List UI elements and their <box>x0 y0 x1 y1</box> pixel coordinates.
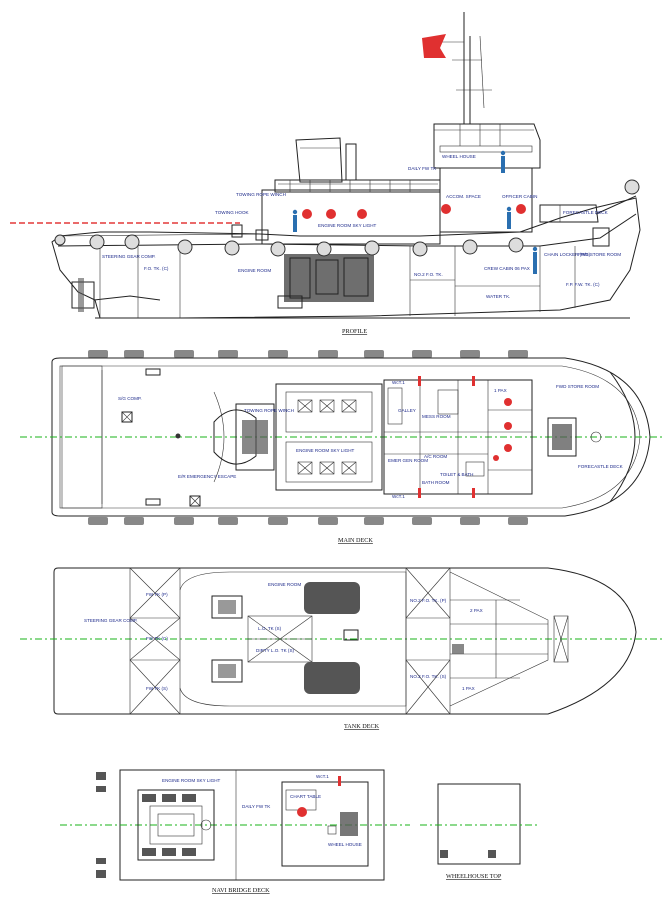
label-no2-fo-p: NO.2 F.O. TK. (P) <box>410 598 447 603</box>
label-wheel-house-bridge: WHEEL HOUSE <box>328 842 362 847</box>
life-ring-icons <box>302 204 526 219</box>
label-daily-fw-bridge: DAILY FW TK <box>242 804 271 809</box>
label-towing-hook: TOWING HOOK <box>215 210 250 215</box>
main-deck-view: S/G COMP. E/R EMERGENCY ESCAPE TOWING RO… <box>20 350 665 544</box>
label-no2-fo-s: NO.2 F.O. TK. (S) <box>410 674 447 679</box>
title-main-deck: MAIN DECK <box>338 537 373 544</box>
bridge-fenders <box>96 772 106 878</box>
wheelhouse-top-view: WHEELHOUSE TOP <box>420 783 540 880</box>
tank-deck-view: STEERING GEAR COMP. FW TK (P) FW TK (C) … <box>20 567 665 730</box>
label-pax2-tank: 2 PAX <box>470 608 483 613</box>
label-er-skylight-main: ENGINE ROOM SKY LIGHT <box>296 448 355 453</box>
label-steering-gear-profile: STEERING GEAR COMP. <box>102 254 156 259</box>
label-lo-tk: L.O. TK (S) <box>258 626 282 631</box>
label-er-escape: E/R EMERGENCY ESCAPE <box>178 474 236 479</box>
label-fw-tk-c: FW TK (C) <box>146 636 168 641</box>
label-mess-room: MESS ROOM <box>422 414 451 419</box>
main-deck-fenders <box>88 350 528 525</box>
tank-deck-hull <box>53 567 637 715</box>
label-ac-room: A/C ROOM <box>424 454 447 459</box>
label-galley: GALLEY <box>398 408 416 413</box>
label-engine-room-profile: ENGINE ROOM <box>238 268 271 273</box>
label-officer-cabin: OFFICER CABIN <box>502 194 537 199</box>
main-deck-door-marks <box>418 376 512 498</box>
label-toilet-bath: TOILET & BATH <box>440 472 473 477</box>
label-forecastle-deck-profile: FORECASTLE DECK <box>563 210 609 215</box>
label-pax: 1 PAX <box>494 388 507 393</box>
label-fwd-store-profile: FWD STORE ROOM <box>578 252 621 257</box>
label-er-skylight-bridge: ENGINE ROOM SKY LIGHT <box>162 778 221 783</box>
label-bath-room: BATH ROOM <box>422 480 450 485</box>
label-fp-fw-tk: F.P. F.W. TK. (C) <box>566 282 600 287</box>
label-chain-locker: CHAIN LOCKER (P/S) <box>544 252 591 257</box>
flag-icon <box>422 34 446 58</box>
label-chart-table: CHART TABLE <box>290 794 321 799</box>
label-crew-cabin: CREW CABIN 06 PAX <box>484 266 530 271</box>
label-accom-space: ACCOM. SPACE <box>446 194 481 199</box>
label-fwd-store-main: FWD STORE ROOM <box>556 384 599 389</box>
label-towing-winch-main: TOWING ROPE WINCH <box>244 408 294 413</box>
wheelhouse <box>433 123 541 169</box>
label-fo-tk-profile: F.O. TK. (C) <box>144 266 169 271</box>
label-wc-top: WcT.1 <box>392 380 405 385</box>
label-no2-fo-tk-profile: NO.2 F.O. TK. <box>414 272 443 277</box>
wheelhouse-top-outline <box>437 783 521 865</box>
title-wheelhouse-top: WHEELHOUSE TOP <box>446 873 502 880</box>
label-wheel-house: WHEEL HOUSE <box>442 154 476 159</box>
funnel <box>295 137 343 183</box>
main-deck-hull <box>51 357 651 517</box>
skylight-hatches <box>297 399 357 475</box>
crew-figures <box>292 150 538 274</box>
label-fw-tk-s: FW TK (S) <box>146 686 168 691</box>
label-engine-room-tank: ENGINE ROOM <box>268 582 301 587</box>
label-fw-tk-p: FW TK (P) <box>146 592 168 597</box>
tank-deck-engines <box>211 582 360 694</box>
label-wc-bottom: WcT.1 <box>392 494 405 499</box>
label-wc-bridge: WcT.1 <box>316 774 329 779</box>
title-tank-deck: TANK DECK <box>344 723 380 730</box>
label-sg-comp: S/G COMP. <box>118 396 142 401</box>
label-dirty-lo-tk: DIRTY L.O. TK (S) <box>256 648 295 653</box>
title-navi-bridge: NAVI BRIDGE DECK <box>212 887 270 894</box>
label-emergen-room: EMER GEN ROOM <box>388 458 428 463</box>
label-daily-fw-tk: DAILY FW TK <box>408 166 437 171</box>
profile-view: WHEEL HOUSE DAILY FW TK TOWING ROPE WINC… <box>10 12 641 335</box>
main-engine <box>277 254 374 309</box>
profile-hull <box>51 197 641 319</box>
title-profile: PROFILE <box>342 328 367 335</box>
profile-fenders <box>54 179 640 257</box>
label-pax-tank: 1 PAX <box>462 686 475 691</box>
label-er-skylight-profile: ENGINE ROOM SKY LIGHT <box>318 223 377 228</box>
navi-bridge-deck-view: ENGINE ROOM SKY LIGHT DAILY FW TK CHART … <box>60 769 410 894</box>
label-water-tk: WATER TK. <box>486 294 510 299</box>
label-forecastle-main: FORECASTLE DECK <box>578 464 624 469</box>
label-steering-gear-tank: STEERING GEAR COMP. <box>84 618 138 623</box>
label-towing-rope-winch: TOWING ROPE WINCH <box>236 192 286 197</box>
